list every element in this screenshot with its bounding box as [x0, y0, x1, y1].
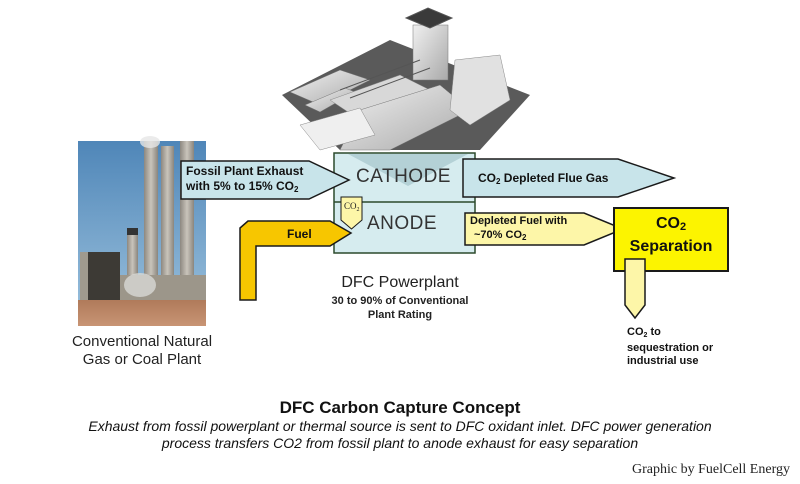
cathode-label: CATHODE	[356, 166, 451, 187]
fossil-exhaust-line1: Fossil Plant Exhaust	[186, 164, 304, 178]
description-line2: process transfers CO2 from fossil plant …	[161, 435, 639, 451]
separation-line1: CO2	[614, 214, 728, 237]
flue-gas-arrow	[462, 158, 677, 198]
dfc-plant-render	[282, 7, 530, 151]
fossil-exhaust-label: Fossil Plant Exhaust with 5% to 15% CO2	[186, 164, 303, 197]
depleted-fuel-line1: Depleted Fuel with	[470, 215, 568, 227]
sequestration-line3: industrial use	[627, 355, 699, 367]
co2-marker-label: CO2	[344, 201, 360, 213]
dfc-sub-line2: Plant Rating	[367, 309, 433, 321]
depleted-fuel-line2: ~70% CO2	[470, 228, 567, 245]
plant-caption-line1: Conventional Natural	[71, 333, 213, 350]
flue-gas-label: CO2 Depleted Flue Gas	[478, 171, 608, 189]
fuel-label: Fuel	[287, 227, 312, 241]
depleted-fuel-label: Depleted Fuel with ~70% CO2	[470, 214, 567, 245]
subscript: 2	[522, 233, 527, 242]
cathode-flow-triangle	[348, 154, 468, 186]
co2-text: CO	[344, 201, 357, 211]
sequestration-line2: sequestration or	[627, 342, 714, 354]
dfc-sub-line1: 30 to 90% of Conventional	[331, 295, 469, 307]
subscript: 2	[294, 185, 299, 194]
anode-label: ANODE	[367, 213, 438, 234]
depleted-fuel-arrow	[464, 212, 625, 246]
fossil-plant-caption: Conventional Natural Gas or Coal Plant	[62, 333, 222, 369]
fuel-arrow	[239, 220, 353, 301]
subscript: 2	[496, 177, 501, 186]
fossil-exhaust-line2: with 5% to 15% CO2	[186, 179, 303, 197]
flue-gas-text: Depleted Flue Gas	[500, 171, 609, 185]
separation-line2: Separation	[629, 238, 713, 255]
sequestration-line1: CO2 to	[627, 326, 713, 342]
sequestration-label: CO2 to sequestration or industrial use	[627, 326, 713, 368]
sequestration-to: to	[647, 326, 661, 338]
diagram-description: Exhaust from fossil powerplant or therma…	[0, 418, 800, 452]
depleted-fuel-line2-text: ~70% CO	[474, 229, 522, 241]
dfc-powerplant-caption: DFC Powerplant 30 to 90% of Conventional…	[300, 274, 500, 322]
co2-output-arrow	[624, 258, 646, 320]
plant-caption-line2: Gas or Coal Plant	[82, 351, 202, 368]
graphic-credit: Graphic by FuelCell Energy	[632, 462, 790, 477]
flue-gas-co: CO	[478, 171, 496, 185]
subscript: 2	[679, 221, 687, 233]
subscript: 2	[356, 207, 360, 213]
fossil-exhaust-line2-text: with 5% to 15% CO	[186, 179, 295, 193]
co2-marker	[340, 196, 363, 230]
dfc-title: DFC Powerplant	[341, 274, 459, 291]
sequestration-co: CO	[627, 326, 644, 338]
diagram-title: DFC Carbon Capture Concept	[279, 398, 521, 417]
separation-co: CO	[655, 215, 680, 232]
description-line1: Exhaust from fossil powerplant or therma…	[88, 418, 712, 434]
co2-separation-label: CO2 Separation	[614, 214, 728, 256]
fossil-exhaust-arrow	[180, 160, 351, 200]
subscript: 2	[643, 332, 648, 339]
